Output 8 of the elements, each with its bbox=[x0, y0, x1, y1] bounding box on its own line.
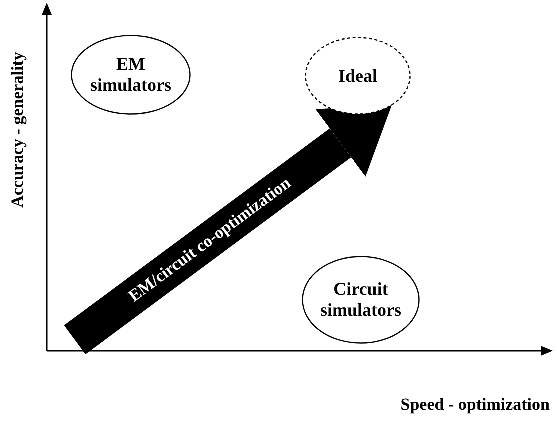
node-label: EM simulators bbox=[90, 54, 172, 96]
axis-label: Accuracy - generality bbox=[8, 52, 28, 208]
ellipse-node bbox=[302, 256, 420, 344]
node-label: Circuit simulators bbox=[319, 279, 402, 321]
ellipse-node bbox=[305, 37, 411, 115]
node-label: Ideal bbox=[338, 66, 378, 86]
ellipse-node bbox=[71, 35, 191, 115]
axis-label: Speed - optimization bbox=[400, 395, 550, 415]
